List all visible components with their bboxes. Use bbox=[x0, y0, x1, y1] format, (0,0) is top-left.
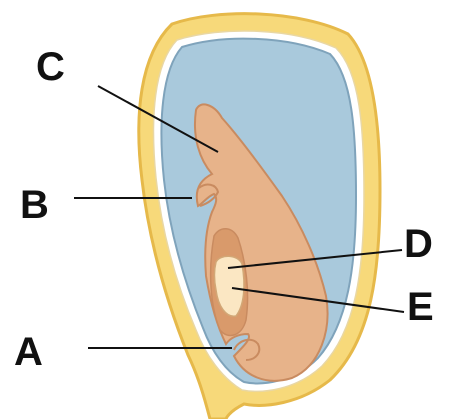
label-a: A bbox=[14, 332, 43, 372]
label-d: D bbox=[404, 224, 433, 264]
label-e: E bbox=[407, 287, 434, 327]
label-c: C bbox=[36, 47, 65, 87]
label-b: B bbox=[20, 185, 49, 225]
